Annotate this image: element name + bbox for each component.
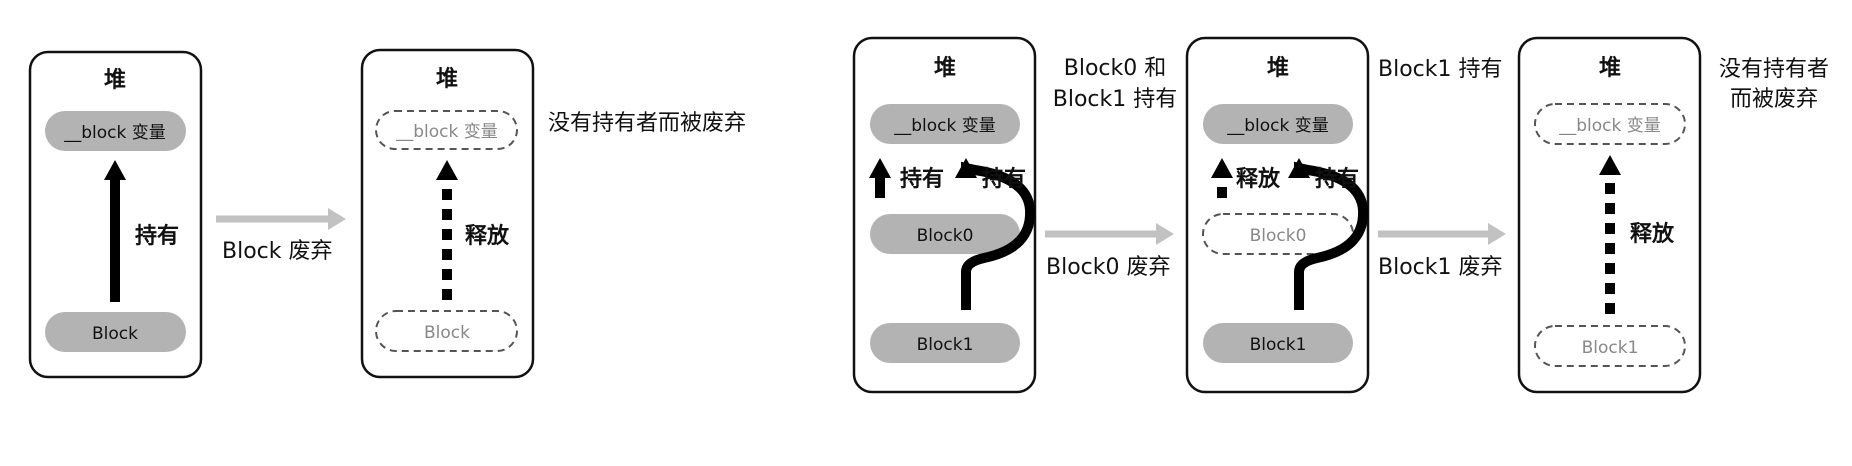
- panel-4: 堆 __block 变量 释放 Block0 持有 Block1: [1185, 36, 1370, 394]
- transition-label: Block 废弃: [222, 239, 333, 264]
- hold-arrow-right-curve: [961, 161, 1036, 310]
- transition-label: Block1 废弃: [1378, 255, 1503, 280]
- heap-title: 堆: [1267, 56, 1289, 81]
- heap-title: 堆: [436, 67, 458, 92]
- block0-label: Block0: [1250, 226, 1307, 246]
- release-label: 释放: [1630, 221, 1675, 247]
- held-both-note-line2: Block1 持有: [1053, 87, 1178, 112]
- discarded-note: 没有持有者而被废弃: [548, 111, 746, 136]
- hold-arrow-left-head: [869, 158, 891, 178]
- heap-title: 堆: [934, 56, 956, 81]
- block-variable-pill: [45, 111, 186, 151]
- block-variable-label: __block 变量: [395, 122, 498, 142]
- panel-3: 堆 __block 变量 持有 Block0 持有 Block1: [852, 36, 1037, 394]
- block-variable-pill-released: [1534, 103, 1686, 145]
- release-label: 释放: [1236, 166, 1281, 192]
- block1-pill: [1203, 323, 1353, 363]
- transition-2: Block0 废弃: [1045, 223, 1174, 280]
- block1-label: Block1: [1250, 335, 1307, 355]
- block0-pill-released: [1202, 213, 1354, 255]
- transition-label: Block0 废弃: [1046, 255, 1171, 280]
- release-label: 释放: [465, 223, 510, 249]
- block0-label: Block0: [917, 226, 974, 246]
- block-variable-label: __block 变量: [1558, 116, 1661, 136]
- discarded-note-line2: 而被废弃: [1730, 87, 1818, 112]
- hold-label: 持有: [135, 223, 179, 249]
- block1-pill-released: [1534, 325, 1686, 367]
- transition-arrow-head: [1156, 223, 1174, 245]
- hold-arrow-head: [1288, 158, 1310, 178]
- block0-pill: [870, 214, 1020, 254]
- heap-title: 堆: [1599, 56, 1621, 81]
- block-variable-label: __block 变量: [1226, 116, 1329, 136]
- panel-2: 堆 __block 变量 释放 Block: [360, 48, 535, 379]
- held-both-note-line1: Block0 和: [1064, 56, 1167, 81]
- release-arrow-head: [436, 160, 458, 180]
- panel-5: 堆 __block 变量 释放 Block1: [1517, 36, 1702, 394]
- block-label: Block: [92, 324, 138, 344]
- block1-pill: [870, 323, 1020, 363]
- hold-label: 持有: [1315, 166, 1359, 192]
- hold-arrow-curve: [1294, 161, 1369, 310]
- hold-label-right: 持有: [982, 166, 1026, 192]
- block1-label: Block1: [917, 335, 974, 355]
- hold-label-left: 持有: [900, 166, 944, 192]
- hold-arrow-head: [104, 160, 126, 180]
- held-block1-note: Block1 持有: [1378, 57, 1503, 82]
- release-arrow-head: [1599, 155, 1621, 175]
- transition-1: Block 废弃: [216, 208, 346, 264]
- transition-arrow-head: [1488, 223, 1506, 245]
- panel-1: 堆 __block 变量 持有 Block: [28, 50, 203, 379]
- discarded-note-line1: 没有持有者: [1719, 57, 1829, 82]
- transition-3: Block1 废弃: [1378, 223, 1506, 280]
- block1-label: Block1: [1582, 338, 1639, 358]
- heap-title: 堆: [104, 68, 126, 93]
- block-pill-released: [375, 310, 518, 352]
- release-arrow-head: [1211, 158, 1233, 178]
- hold-arrow-right-head: [955, 158, 977, 178]
- block-variable-pill: [870, 104, 1020, 144]
- block-label: Block: [424, 323, 470, 343]
- block-variable-label: __block 变量: [893, 116, 996, 136]
- transition-arrow-head: [328, 208, 346, 230]
- block-variable-pill-released: [375, 110, 518, 150]
- block-pill: [45, 312, 186, 352]
- block-variable-pill: [1203, 104, 1353, 144]
- block-variable-label: __block 变量: [63, 123, 166, 143]
